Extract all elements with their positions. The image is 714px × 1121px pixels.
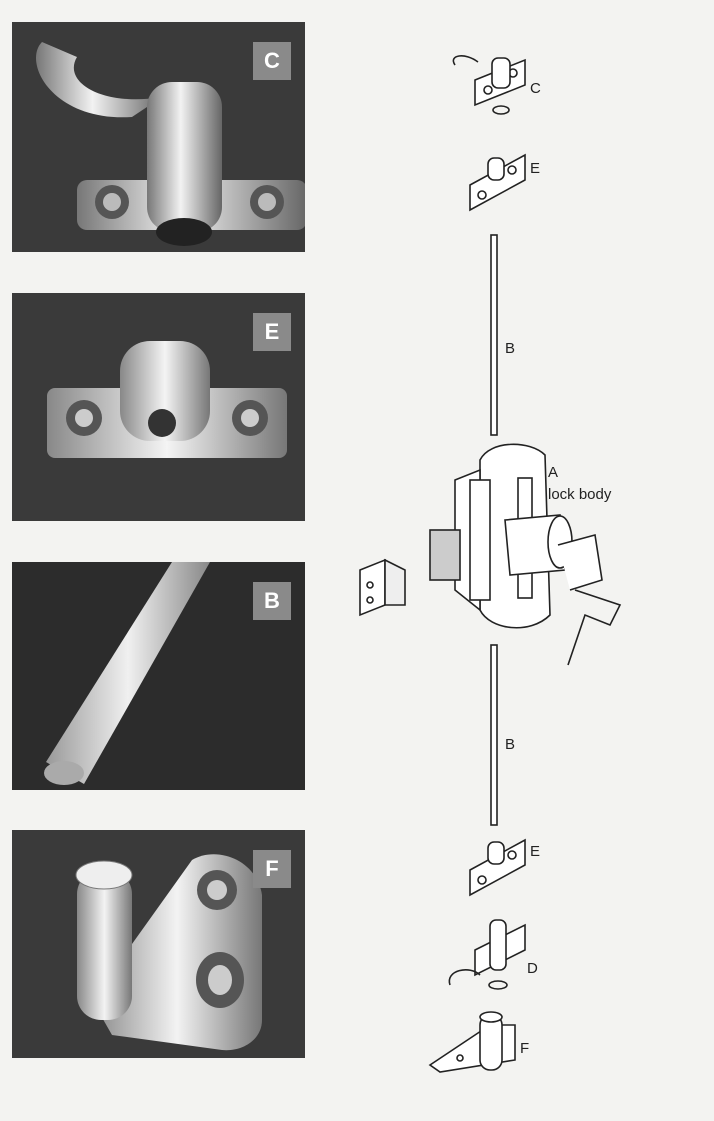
handle-catch-image (36, 42, 305, 246)
part-f-drawing (428, 1011, 516, 1073)
photo-part-f: F (12, 830, 305, 1058)
part-d-drawing (448, 919, 526, 990)
photo-badge-e: E (253, 313, 291, 351)
part-e-top-drawing (469, 153, 526, 212)
label-rod-top: B (505, 340, 516, 357)
label-lock-letter: A (548, 464, 559, 481)
catch-plate-image (47, 341, 287, 458)
rod-image (44, 562, 210, 785)
label-c: C (530, 80, 541, 97)
label-e-bottom: E (530, 843, 541, 860)
label-lock-body: lock body (548, 486, 612, 503)
pivot-plate-image (75, 854, 262, 1051)
photo-part-e: E (12, 293, 305, 521)
exploded-diagram (359, 55, 622, 1073)
rod-bottom-drawing (490, 644, 498, 826)
part-e-bottom-drawing (469, 838, 526, 897)
lock-body-drawing (429, 443, 622, 666)
part-c-drawing (452, 55, 526, 115)
photo-badge-f: F (253, 850, 291, 888)
label-d: D (527, 960, 538, 977)
label-rod-bottom: B (505, 736, 516, 753)
photo-part-c: C (12, 22, 305, 252)
photo-badge-c: C (253, 42, 291, 80)
keeper-bracket-drawing (359, 558, 406, 617)
rod-top-drawing (490, 234, 498, 436)
photo-part-b: B (12, 562, 305, 790)
photo-badge-b: B (253, 582, 291, 620)
label-f: F (520, 1040, 530, 1057)
label-e-top: E (530, 160, 541, 177)
